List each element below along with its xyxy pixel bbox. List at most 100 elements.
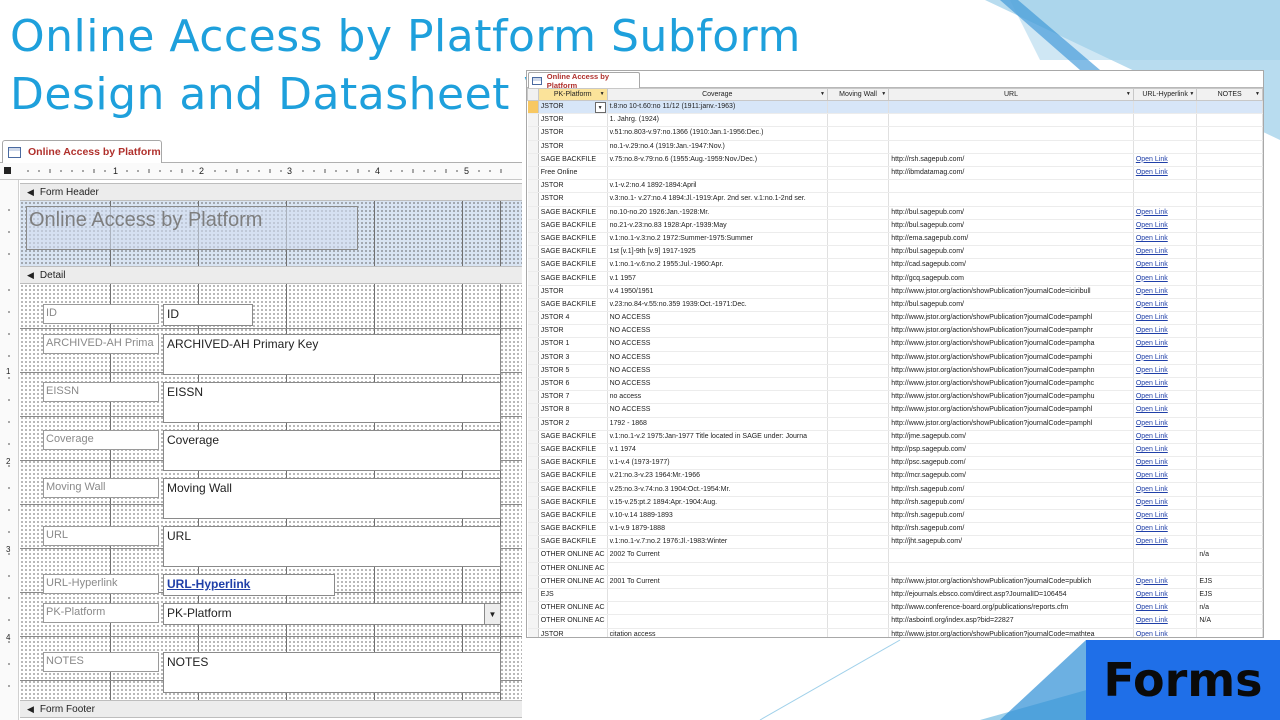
- notes-cell[interactable]: [1196, 482, 1263, 497]
- moving-wall-cell[interactable]: [827, 351, 890, 365]
- moving-wall-textbox[interactable]: Moving Wall: [163, 478, 501, 519]
- notes-cell[interactable]: [1196, 390, 1263, 405]
- coverage-cell[interactable]: v.51:no.803-v.97:no.1366 (1910:Jan.1-195…: [607, 126, 828, 141]
- id-label[interactable]: ID: [43, 304, 159, 324]
- moving-wall-cell[interactable]: [827, 271, 890, 286]
- moving-wall-cell[interactable]: [827, 206, 890, 220]
- notes-cell[interactable]: [1196, 113, 1263, 128]
- moving-wall-cell[interactable]: [827, 403, 890, 418]
- notes-cell[interactable]: [1196, 509, 1263, 524]
- record-selector[interactable]: [527, 311, 539, 326]
- url-cell[interactable]: [888, 140, 1134, 154]
- url-hyperlink-cell[interactable]: Open Link: [1133, 456, 1198, 471]
- record-selector[interactable]: [527, 469, 539, 484]
- pk-platform-cell[interactable]: SAGE BACKFILE: [538, 232, 608, 247]
- pk-platform-cell[interactable]: JSTOR: [538, 628, 608, 637]
- coverage-cell[interactable]: [607, 601, 828, 616]
- moving-wall-cell[interactable]: [827, 496, 890, 510]
- coverage-label[interactable]: Coverage: [43, 430, 159, 450]
- chevron-down-icon[interactable]: ▼: [1189, 91, 1195, 97]
- chevron-down-icon[interactable]: ▼: [881, 91, 887, 97]
- url-hyperlink-cell[interactable]: Open Link: [1133, 324, 1198, 339]
- record-selector[interactable]: [527, 588, 539, 603]
- pk-platform-cell[interactable]: SAGE BACKFILE: [538, 482, 608, 497]
- coverage-cell[interactable]: 1. Jahrg. (1924): [607, 113, 828, 128]
- url-hyperlink-cell[interactable]: Open Link: [1133, 509, 1198, 524]
- coverage-cell[interactable]: v.1 1957: [607, 271, 828, 286]
- moving-wall-cell[interactable]: [827, 364, 890, 378]
- url-hyperlink-cell[interactable]: [1133, 140, 1198, 154]
- coverage-cell[interactable]: 1st [v.1]-9th [v.9] 1917-1925: [607, 245, 828, 260]
- moving-wall-cell[interactable]: [827, 614, 890, 629]
- record-selector[interactable]: [527, 206, 539, 220]
- url-cell[interactable]: http://rsh.sagepub.com/: [888, 509, 1134, 524]
- record-selector[interactable]: [527, 509, 539, 524]
- url-cell[interactable]: http://www.jstor.org/action/showPublicat…: [888, 417, 1134, 431]
- moving-wall-cell[interactable]: [827, 245, 890, 260]
- moving-wall-cell[interactable]: [827, 562, 890, 576]
- coverage-cell[interactable]: v.1-v.9 1879-1888: [607, 522, 828, 537]
- coverage-cell[interactable]: [607, 588, 828, 603]
- url-hyperlink-cell[interactable]: Open Link: [1133, 575, 1198, 589]
- url-hyperlink-cell[interactable]: Open Link: [1133, 588, 1198, 603]
- coverage-cell[interactable]: no.21-v.23:no.83 1928:Apr.-1939:May: [607, 219, 828, 233]
- coverage-cell[interactable]: v.1:no.1-v.7:no.2 1976:Jl.-1983:Winter: [607, 535, 828, 550]
- url-cell[interactable]: http://www.jstor.org/action/showPublicat…: [888, 351, 1134, 365]
- coverage-cell[interactable]: NO ACCESS: [607, 377, 828, 392]
- coverage-cell[interactable]: v.1 1974: [607, 443, 828, 458]
- url-hyperlink-cell[interactable]: [1133, 562, 1198, 576]
- notes-cell[interactable]: [1196, 311, 1263, 326]
- url-hyperlink-cell[interactable]: Open Link: [1133, 482, 1198, 497]
- notes-textbox[interactable]: NOTES: [163, 652, 501, 693]
- coverage-cell[interactable]: citation access: [607, 628, 828, 637]
- url-cell[interactable]: http://www.jstor.org/action/showPublicat…: [888, 337, 1134, 352]
- pk-platform-cell[interactable]: OTHER ONLINE AC: [538, 614, 608, 629]
- url-cell[interactable]: http://www.jstor.org/action/showPublicat…: [888, 377, 1134, 392]
- pk-platform-cell[interactable]: SAGE BACKFILE: [538, 430, 608, 444]
- url-hyperlink-textbox[interactable]: URL-Hyperlink: [163, 574, 335, 596]
- url-hyperlink-cell[interactable]: Open Link: [1133, 298, 1198, 313]
- url-hyperlink-cell[interactable]: Open Link: [1133, 443, 1198, 458]
- moving-wall-cell[interactable]: [827, 522, 890, 537]
- record-selector[interactable]: [527, 443, 539, 458]
- notes-cell[interactable]: [1196, 219, 1263, 233]
- record-selector[interactable]: [527, 390, 539, 405]
- url-cell[interactable]: http://rsh.sagepub.com/: [888, 153, 1134, 167]
- notes-cell[interactable]: [1196, 496, 1263, 510]
- coverage-cell[interactable]: v.25:no.3-v.74:no.3 1904:Oct.-1954:Mr.: [607, 482, 828, 497]
- coverage-cell[interactable]: v.15-v.25:pt.2 1894:Apr.-1904:Aug.: [607, 496, 828, 510]
- coverage-cell[interactable]: v.4 1950/1951: [607, 285, 828, 299]
- coverage-cell[interactable]: v.21:no.3-v.23 1964:Mr.-1966: [607, 469, 828, 484]
- record-selector[interactable]: [527, 351, 539, 365]
- url-cell[interactable]: http://ibmdatamag.com/: [888, 166, 1134, 181]
- notes-cell[interactable]: N/A: [1196, 614, 1263, 629]
- notes-cell[interactable]: n/a: [1196, 548, 1263, 563]
- record-selector[interactable]: [527, 219, 539, 233]
- chevron-down-icon[interactable]: ▼: [1125, 91, 1131, 97]
- record-selector[interactable]: [527, 258, 539, 273]
- pk-platform-cell[interactable]: SAGE BACKFILE: [538, 298, 608, 313]
- pk-platform-cell[interactable]: SAGE BACKFILE: [538, 153, 608, 167]
- moving-wall-cell[interactable]: [827, 601, 890, 616]
- coverage-cell[interactable]: 1792 - 1868: [607, 417, 828, 431]
- url-hyperlink-cell[interactable]: [1133, 548, 1198, 563]
- notes-cell[interactable]: [1196, 522, 1263, 537]
- pk-platform-cell[interactable]: JSTOR: [538, 113, 608, 128]
- url-cell[interactable]: http://www.conference-board.org/publicat…: [888, 601, 1134, 616]
- coverage-cell[interactable]: NO ACCESS: [607, 311, 828, 326]
- pk-platform-cell[interactable]: SAGE BACKFILE: [538, 456, 608, 471]
- pk-platform-cell[interactable]: SAGE BACKFILE: [538, 245, 608, 260]
- url-cell[interactable]: http://mcr.sagepub.com/: [888, 469, 1134, 484]
